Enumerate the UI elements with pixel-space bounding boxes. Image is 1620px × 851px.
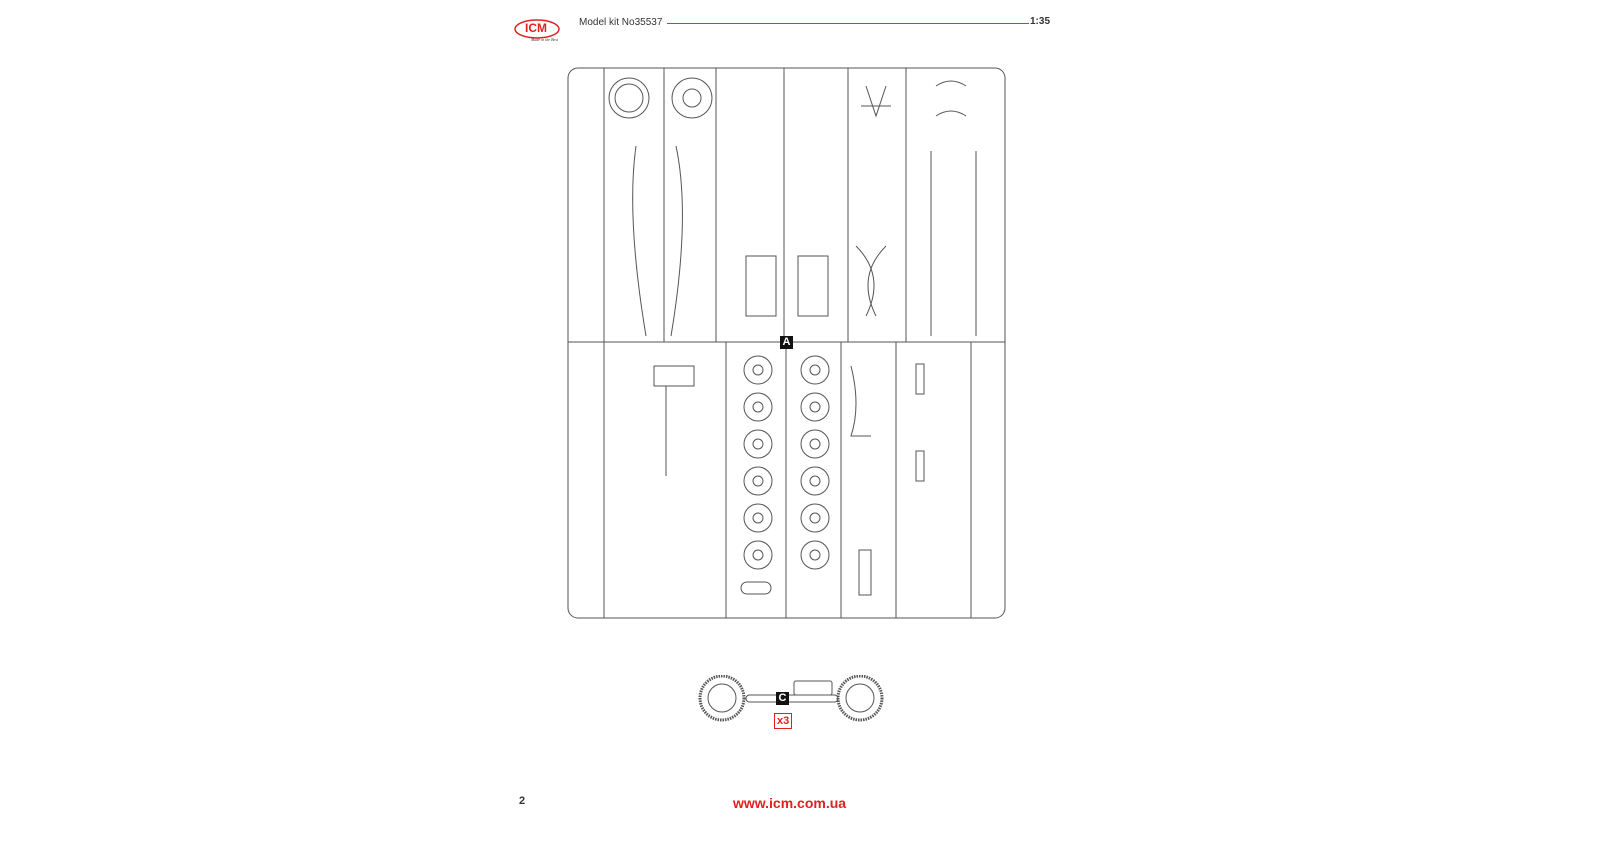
svg-text:ICM: ICM bbox=[525, 21, 547, 35]
wheel-part bbox=[800, 429, 830, 459]
wheel-part bbox=[743, 429, 773, 459]
wheel-hub bbox=[809, 512, 821, 524]
wheel-hub bbox=[809, 438, 821, 450]
wheel-part bbox=[743, 503, 773, 533]
scale-label: 1:35 bbox=[1030, 16, 1051, 27]
wheel-hub bbox=[752, 364, 764, 376]
wheel-hub bbox=[752, 438, 764, 450]
wheel-part bbox=[800, 355, 830, 385]
icm-logo: ICM Made in the Best bbox=[514, 19, 560, 42]
svg-text:Made in the Best: Made in the Best bbox=[530, 37, 559, 42]
wheel-hub bbox=[809, 364, 821, 376]
sprue-c-label: C bbox=[776, 692, 789, 705]
wheel-part bbox=[743, 355, 773, 385]
page-number: 2 bbox=[519, 795, 526, 807]
wheel-part bbox=[743, 466, 773, 496]
website-link[interactable]: www.icm.com.ua bbox=[733, 795, 847, 811]
kit-title: Model kit No35537 bbox=[579, 17, 663, 28]
wheel-hub bbox=[752, 475, 764, 487]
header-divider bbox=[667, 23, 1029, 24]
wheel-part bbox=[800, 503, 830, 533]
wheel-part bbox=[743, 540, 773, 570]
sprue-a-diagram bbox=[567, 67, 1006, 619]
wheel-part bbox=[743, 392, 773, 422]
sprue-c-diagram bbox=[698, 675, 884, 722]
wheel-part bbox=[800, 466, 830, 496]
wheel-hub bbox=[809, 549, 821, 561]
sprue-a-label: A bbox=[780, 336, 793, 349]
wheel-part bbox=[800, 392, 830, 422]
sprue-c-quantity: x3 bbox=[774, 713, 793, 729]
wheel-hub bbox=[809, 475, 821, 487]
wheel-part bbox=[800, 540, 830, 570]
wheel-hub bbox=[752, 401, 764, 413]
wheel-hub bbox=[752, 549, 764, 561]
wheel-hub bbox=[809, 401, 821, 413]
wheel-hub bbox=[752, 512, 764, 524]
